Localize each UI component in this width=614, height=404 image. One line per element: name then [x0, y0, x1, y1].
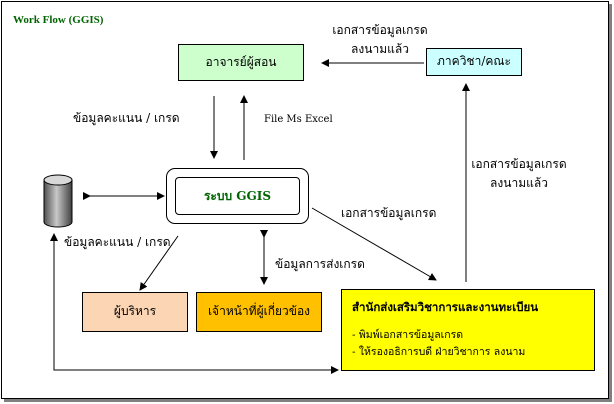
edge-label-ggis-to-lecturer: File Ms Excel [264, 114, 333, 125]
edge-label-lecturer-to-ggis: ข้อมูลคะแนน / เกรด [73, 111, 180, 125]
registrar-title: สำนักส่งเสริมวิชาการและงานทะเบียน [352, 300, 539, 315]
edge-label-dept-to-lecturer-line1: เอกสารข้อมูลเกรด [332, 23, 428, 37]
edge-label-ggis-staff: ข้อมูลการส่งเกรด [275, 257, 365, 271]
executive-label: ผู้บริหาร [113, 304, 157, 319]
edge-label-dept-to-lecturer-line2: ลงนามแล้ว [351, 42, 409, 57]
edge-label-registrar-to-dept-line1: เอกสารข้อมูลเกรด [471, 157, 567, 171]
edge-label-dept-to-lecturer: เอกสารข้อมูลเกรด ลงนามแล้ว [330, 23, 430, 57]
lecturer-label: อาจารย์ผู้สอน [205, 54, 277, 69]
registrar-item-2: - ให้รองอธิการบดี ฝ่ายวิชาการ ลงนาม [352, 346, 526, 359]
edge-label-db-ggis: ข้อมูลคะแนน / เกรด [64, 235, 171, 249]
department-node: ภาควิชา/คณะ [426, 48, 522, 76]
staff-node: เจ้าหน้าที่ผู้เกี่ยวข้อง [196, 292, 322, 332]
executive-node: ผู้บริหาร [82, 292, 188, 332]
registrar-item-1: - พิมพ์เอกสารข้อมูลเกรด [352, 328, 464, 341]
staff-label: เจ้าหน้าที่ผู้เกี่ยวข้อง [207, 304, 311, 319]
ggis-system-node: ระบบ GGIS [166, 168, 309, 224]
ggis-system-label: ระบบ GGIS [203, 188, 272, 203]
department-label: ภาควิชา/คณะ [437, 54, 511, 69]
registrar-node: สำนักส่งเสริมวิชาการและงานทะเบียน - พิมพ… [341, 289, 595, 371]
lecturer-node: อาจารย์ผู้สอน [178, 44, 304, 81]
arrow-ggis-to-registrar [311, 207, 437, 281]
edge-label-registrar-to-dept-line2: ลงนามแล้ว [490, 176, 548, 191]
edge-label-registrar-to-dept: เอกสารข้อมูลเกรด ลงนามแล้ว [469, 157, 569, 191]
ggis-system-inner: ระบบ GGIS [175, 177, 300, 215]
edge-label-ggis-to-registrar: เอกสารข้อมูลเกรด [341, 206, 437, 220]
diagram-title: Work Flow (GGIS) [13, 14, 104, 26]
arrow-ggis-to-executive [139, 235, 179, 291]
database-cylinder-icon [43, 174, 73, 228]
